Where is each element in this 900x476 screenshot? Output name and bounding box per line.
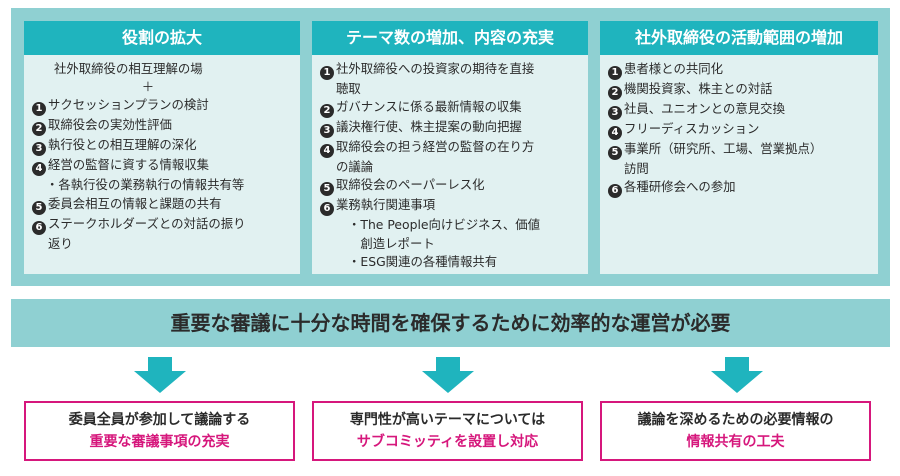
number-badge: 2 <box>608 86 622 100</box>
result-line: 専門性が高いテーマについては <box>349 412 546 428</box>
result-line: 委員全員が参加して議論する <box>68 412 251 428</box>
result-box-subcommittee: 専門性が高いテーマについては サブコミッティを設置し対応 <box>312 401 583 461</box>
result-box-full-participation: 委員全員が参加して議論する 重要な審議事項の充実 <box>24 401 295 461</box>
column-header: 社外取締役の活動範囲の増加 <box>600 21 878 55</box>
list-subitem: ・ESG関連の各種情報共有 <box>348 253 498 269</box>
number-badge: 2 <box>32 122 46 137</box>
list-item-continuation: 返り <box>48 235 73 251</box>
number-badge: 4 <box>320 144 334 159</box>
number-badge: 3 <box>608 106 622 120</box>
column-header: 役割の拡大 <box>24 21 300 55</box>
number-badge: 6 <box>32 220 46 235</box>
number-badge: 1 <box>608 66 622 80</box>
column-intro: 社外取締役の相互理解の場 <box>54 61 203 76</box>
number-badge: 1 <box>32 102 46 117</box>
list-item-continuation: の議論 <box>336 159 374 175</box>
number-badge: 4 <box>608 126 622 140</box>
number-badge: 2 <box>320 104 334 119</box>
column-header: テーマ数の増加、内容の充実 <box>312 21 588 55</box>
number-badge: 5 <box>320 182 334 197</box>
conclusion-banner: 重要な審議に十分な時間を確保するために効率的な運営が必要 <box>11 299 890 347</box>
list-item-continuation: 訪問 <box>624 161 649 176</box>
down-arrow-icon <box>134 357 186 393</box>
plus-sign: ＋ <box>141 79 155 95</box>
number-badge: 4 <box>32 162 46 177</box>
list-item-continuation: 聴取 <box>336 81 361 96</box>
number-badge: 6 <box>320 202 334 217</box>
list-subitem: ・各執行役の業務執行の情報共有等 <box>46 177 245 193</box>
result-box-information-sharing: 議論を深めるための必要情報の 情報共有の工夫 <box>600 401 871 461</box>
result-line: 議論を深めるための必要情報の <box>637 412 834 428</box>
result-highlight: 重要な審議事項の充実 <box>89 434 230 450</box>
list-subitem: 創造レポート <box>348 235 435 251</box>
number-badge: 5 <box>32 200 46 215</box>
number-badge: 3 <box>32 142 46 157</box>
list-subitem: ・The People向けビジネス、価値 <box>348 217 541 233</box>
number-badge: 5 <box>608 146 622 160</box>
result-highlight: サブコミッティを設置し対応 <box>356 434 539 450</box>
down-arrow-icon <box>711 357 763 393</box>
down-arrow-icon <box>422 357 474 393</box>
result-highlight: 情報共有の工夫 <box>686 434 785 450</box>
number-badge: 6 <box>608 184 622 199</box>
number-badge: 1 <box>320 66 334 80</box>
number-badge: 3 <box>320 124 334 139</box>
